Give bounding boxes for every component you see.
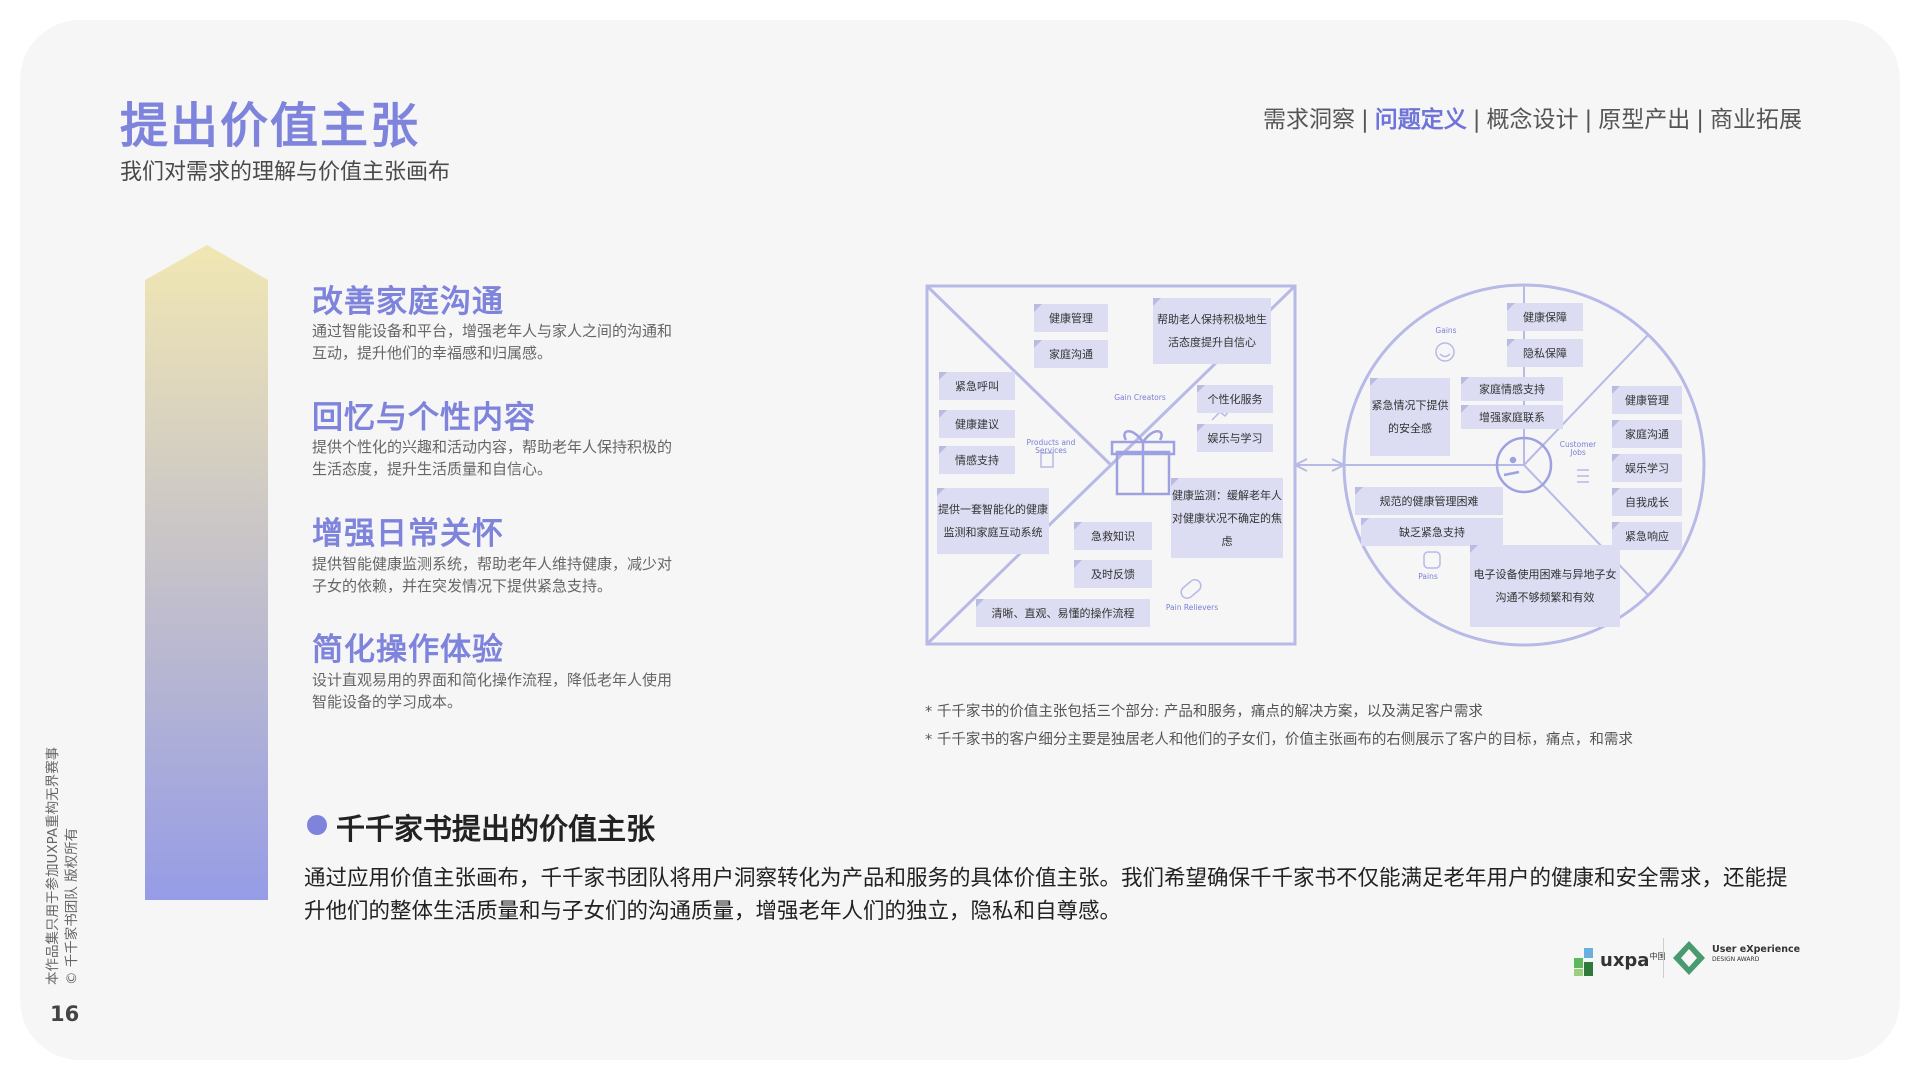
sticky-note: 紧急呼叫 [939, 372, 1015, 400]
page-title: 提出价值主张 [120, 98, 421, 154]
ux-award-line: User eXperience [1712, 944, 1801, 955]
value-item-desc: 设计直观易用的界面和简化操作流程，降低老年人使用智能设备的学习成本。 [312, 671, 673, 711]
sticky-note: 清晰、直观、易懂的操作流程 [976, 599, 1150, 627]
pains-label: Pains [1418, 572, 1438, 581]
copyright-line: 本作品集只用于参加UXPA重构无界赛事 [45, 746, 61, 985]
sticky-note: 健康监测：缓解老年人对健康状况不确定的焦虑 [1171, 478, 1283, 558]
sticky-note: 健康管理 [1612, 386, 1682, 414]
sticky-note: 娱乐与学习 [1197, 424, 1273, 452]
sticky-note: 健康管理 [1034, 304, 1108, 332]
footnote: * 千千家书的客户细分主要是独居老人和他们的子女们，价值主张画布的右侧展示了客户… [925, 732, 1633, 748]
sticky-note: 增强家庭联系 [1461, 405, 1563, 429]
uxpa-logo-icon [1574, 948, 1593, 976]
value-item-title: 回忆与个性内容 [312, 400, 536, 436]
value-item-desc: 提供智能健康监测系统，帮助老年人维持健康，减少对子女的依赖，并在突发情况下提供紧… [312, 555, 673, 595]
sticky-note: 个性化服务 [1197, 385, 1273, 413]
nav-separator: | [1696, 107, 1704, 133]
nav-item-problem-definition[interactable]: 问题定义 [1374, 107, 1467, 133]
pain-relievers-label: Pain Relievers [1165, 603, 1219, 612]
value-item-title: 简化操作体验 [312, 632, 504, 668]
value-proposition-canvas [925, 283, 1706, 647]
sticky-note: 情感支持 [939, 446, 1015, 474]
product-box-icon [1040, 452, 1054, 468]
value-item-desc: 提供个性化的兴趣和活动内容，帮助老年人保持积极的生活态度，提升生活质量和自信心。 [312, 438, 673, 478]
customer-face-icon [1495, 436, 1553, 494]
value-item-title: 改善家庭沟通 [312, 284, 504, 320]
gift-icon [1110, 430, 1176, 496]
value-item-desc: 通过智能设备和平台，增强老年人与家人之间的沟通和互动，提升他们的幸福感和归属感。 [312, 322, 673, 362]
nav-item-business[interactable]: 商业拓展 [1710, 107, 1802, 133]
customer-jobs-label: Customer Jobs [1559, 440, 1597, 457]
pill-icon [1180, 579, 1202, 599]
sticky-note: 健康建议 [939, 410, 1015, 438]
copyright-note: 本作品集只用于参加UXPA重构无界赛事 © 千千家书团队 版权所有 [44, 747, 82, 985]
footnote: * 千千家书的价值主张包括三个部分: 产品和服务，痛点的解决方案，以及满足客户需… [925, 704, 1483, 720]
uxpa-logo-text: uxpa [1600, 950, 1650, 971]
nav-separator: | [1584, 107, 1593, 133]
nav-item-insight[interactable]: 需求洞察 [1263, 107, 1355, 133]
nav-item-concept-design[interactable]: 概念设计 [1486, 107, 1579, 133]
sticky-note: 紧急情况下提供的安全感 [1370, 378, 1450, 456]
sticky-note: 家庭沟通 [1612, 420, 1682, 448]
progress-nav: 需求洞察|问题定义|概念设计|原型产出|商业拓展 [1263, 100, 1802, 134]
sad-face-icon [1423, 551, 1441, 569]
page-subtitle: 我们对需求的理解与价值主张画布 [120, 160, 451, 185]
sticky-note: 急救知识 [1074, 522, 1152, 550]
sticky-note: 缺乏紧急支持 [1361, 518, 1503, 546]
sticky-note: 健康保障 [1507, 303, 1583, 331]
sticky-note: 娱乐学习 [1612, 454, 1682, 482]
value-proposition-title: 千千家书提出的价值主张 [336, 812, 656, 846]
products-services-label: Products and Services [1026, 438, 1076, 455]
smile-icon [1435, 342, 1455, 362]
sticky-note: 自我成长 [1612, 488, 1682, 516]
sticky-note: 及时反馈 [1074, 560, 1152, 588]
sticky-note: 家庭情感支持 [1461, 377, 1563, 401]
sticky-note: 帮助老人保持积极地生活态度提升自信心 [1153, 298, 1271, 364]
page-number: 16 [50, 1002, 80, 1026]
nav-separator: | [1472, 107, 1481, 133]
ux-award-logo-icon [1673, 941, 1705, 975]
uxpa-logo: uxpa中国 [1600, 950, 1665, 971]
nav-item-prototype[interactable]: 原型产出 [1598, 107, 1691, 133]
gains-label: Gains [1435, 326, 1457, 335]
value-proposition-body: 通过应用价值主张画布，千千家书团队将用户洞察转化为产品和服务的具体价值主张。我们… [304, 866, 1788, 924]
logo-divider [1663, 938, 1664, 978]
ux-award-line: DESIGN AWARD [1712, 956, 1760, 963]
ux-award-logo: User eXperience DESIGN AWARD [1712, 945, 1800, 965]
sticky-note: 家庭沟通 [1034, 340, 1108, 368]
sticky-note: 提供一套智能化的健康监测和家庭互动系统 [937, 488, 1049, 554]
sticky-note: 电子设备使用困难与异地子女沟通不够频繁和有效 [1470, 545, 1620, 627]
sticky-note: 紧急响应 [1612, 522, 1682, 550]
value-item-title: 增强日常关怀 [312, 516, 504, 552]
nav-separator: | [1361, 107, 1369, 133]
gradient-arrow [145, 245, 268, 900]
gain-creators-label: Gain Creators [1114, 393, 1166, 402]
bullet-dot [307, 815, 327, 835]
sticky-note: 隐私保障 [1507, 339, 1583, 367]
sticky-note: 规范的健康管理困难 [1355, 487, 1503, 515]
uxpa-logo-cn: 中国 [1649, 952, 1666, 961]
copyright-line: © 千千家书团队 版权所有 [64, 827, 80, 985]
